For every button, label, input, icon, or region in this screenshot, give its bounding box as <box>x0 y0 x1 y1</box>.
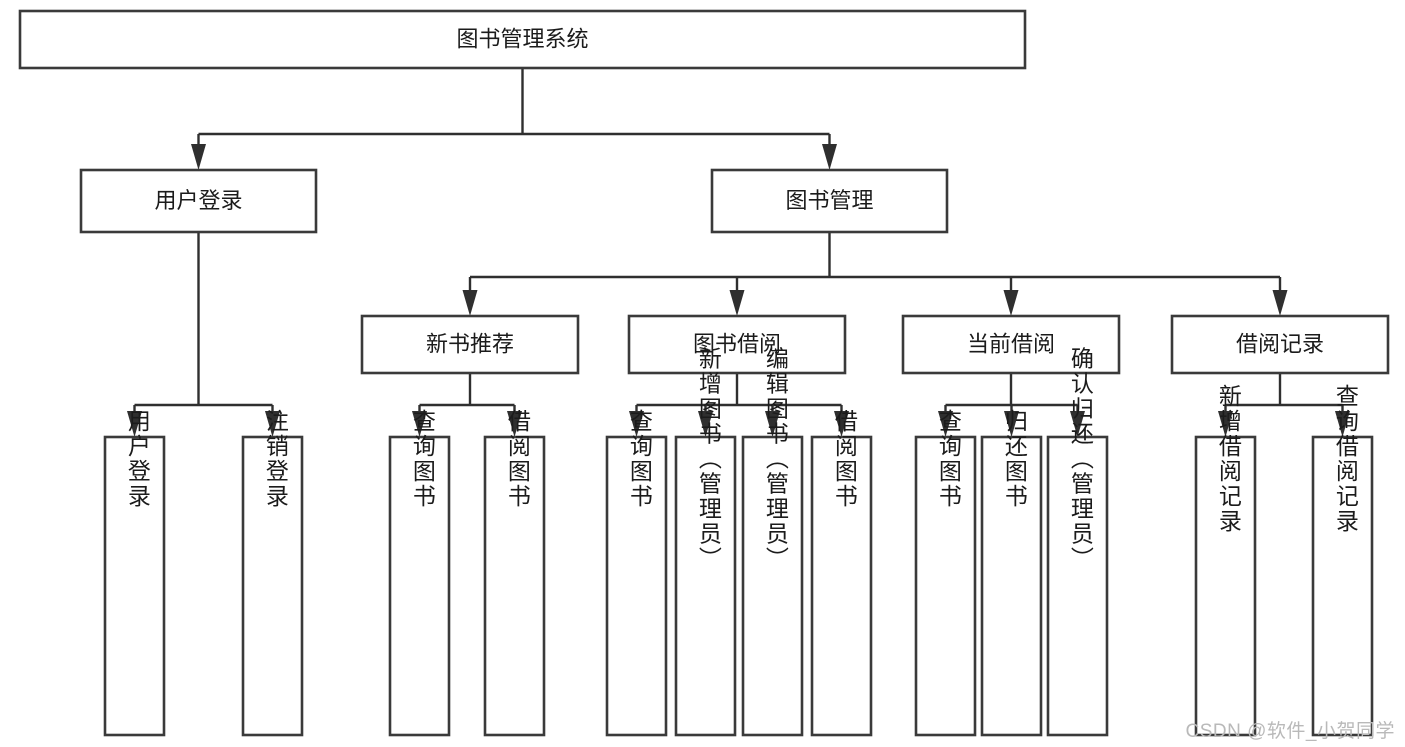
node-layer: 图书管理系统用户登录图书管理新书推荐图书借阅当前借阅借阅记录用户登录注销登录查询… <box>18 9 1390 737</box>
node-box <box>914 435 977 737</box>
node-label: 新增图书（管理员） <box>695 347 722 572</box>
node-box <box>1170 314 1390 375</box>
node-box <box>79 168 318 234</box>
connector-arrow-icon <box>1003 290 1019 316</box>
connector-arrow-icon <box>191 144 206 170</box>
node-leaf-add-book[interactable]: 新增图书（管理员） <box>674 347 737 737</box>
node-label: 查询图书 <box>935 409 962 509</box>
connector-arrow-icon <box>938 411 953 437</box>
node-label: 查询图书 <box>409 409 436 509</box>
node-box <box>360 314 580 375</box>
node-label: 确认归还（管理员） <box>1067 347 1094 572</box>
node-box <box>1046 435 1109 737</box>
node-label: 借阅记录 <box>1236 331 1324 356</box>
node-label: 注销登录 <box>262 409 289 509</box>
node-box <box>980 435 1043 737</box>
node-leaf-query-book-2[interactable]: 查询图书 <box>605 409 668 737</box>
connector-arrow-icon <box>412 411 427 437</box>
node-label: 图书借阅 <box>693 331 781 356</box>
connector-arrow-icon <box>698 411 713 437</box>
node-label: 图书管理系统 <box>456 26 588 51</box>
node-user-login[interactable]: 用户登录 <box>79 168 318 234</box>
node-label: 归还图书 <box>1001 409 1028 509</box>
connector-arrow-icon <box>265 411 280 437</box>
node-leaf-add-record[interactable]: 新增借阅记录 <box>1194 384 1257 737</box>
connector-arrow-icon <box>729 290 745 316</box>
connector-arrow-icon <box>1004 411 1019 437</box>
node-label: 用户登录 <box>124 409 151 509</box>
node-current-borrow[interactable]: 当前借阅 <box>901 314 1121 375</box>
node-leaf-user-login[interactable]: 用户登录 <box>103 409 166 737</box>
node-box <box>241 435 304 737</box>
connector-arrow-icon <box>834 411 849 437</box>
node-root[interactable]: 图书管理系统 <box>18 9 1027 70</box>
node-box <box>388 435 451 737</box>
node-box <box>710 168 949 234</box>
node-box <box>18 9 1027 70</box>
connector-arrow-icon <box>507 411 522 437</box>
node-book-borrow[interactable]: 图书借阅 <box>627 314 847 375</box>
node-label: 查询借阅记录 <box>1332 384 1359 534</box>
node-box <box>627 314 847 375</box>
node-box <box>674 435 737 737</box>
node-box <box>810 435 873 737</box>
node-box <box>605 435 668 737</box>
connector-arrow-icon <box>1218 411 1233 437</box>
node-label: 新增借阅记录 <box>1215 384 1242 534</box>
node-leaf-borrow-book-2[interactable]: 借阅图书 <box>810 409 873 737</box>
connector-arrow-icon <box>822 144 837 170</box>
node-box <box>1194 435 1257 737</box>
node-book-manage[interactable]: 图书管理 <box>710 168 949 234</box>
node-box <box>901 314 1121 375</box>
node-label: 新书推荐 <box>426 331 514 356</box>
connector-layer <box>127 68 1350 437</box>
node-label: 编辑图书（管理员） <box>762 347 789 572</box>
node-box <box>1311 435 1374 737</box>
node-leaf-query-book-3[interactable]: 查询图书 <box>914 409 977 737</box>
node-box <box>103 435 166 737</box>
node-label: 借阅图书 <box>504 409 531 509</box>
node-leaf-query-record[interactable]: 查询借阅记录 <box>1311 384 1374 737</box>
connector-arrow-icon <box>1335 411 1350 437</box>
connector-arrow-icon <box>1272 290 1288 316</box>
connector-arrow-icon <box>765 411 780 437</box>
node-label: 借阅图书 <box>831 409 858 509</box>
node-label: 图书管理 <box>785 188 873 213</box>
node-borrow-record[interactable]: 借阅记录 <box>1170 314 1390 375</box>
node-label: 用户登录 <box>154 188 242 213</box>
node-new-book-rec[interactable]: 新书推荐 <box>360 314 580 375</box>
node-box <box>741 435 804 737</box>
node-label: 当前借阅 <box>967 331 1055 356</box>
connector-arrow-icon <box>462 290 478 316</box>
node-leaf-edit-book[interactable]: 编辑图书（管理员） <box>741 347 804 737</box>
node-box <box>483 435 546 737</box>
connector-arrow-icon <box>1070 411 1085 437</box>
node-leaf-query-book-1[interactable]: 查询图书 <box>388 409 451 737</box>
node-leaf-logout[interactable]: 注销登录 <box>241 409 304 737</box>
node-leaf-confirm-return[interactable]: 确认归还（管理员） <box>1046 347 1109 737</box>
node-leaf-borrow-book-1[interactable]: 借阅图书 <box>483 409 546 737</box>
connector-arrow-icon <box>127 411 142 437</box>
connector-arrow-icon <box>629 411 644 437</box>
node-leaf-return-book[interactable]: 归还图书 <box>980 409 1043 737</box>
node-label: 查询图书 <box>626 409 653 509</box>
